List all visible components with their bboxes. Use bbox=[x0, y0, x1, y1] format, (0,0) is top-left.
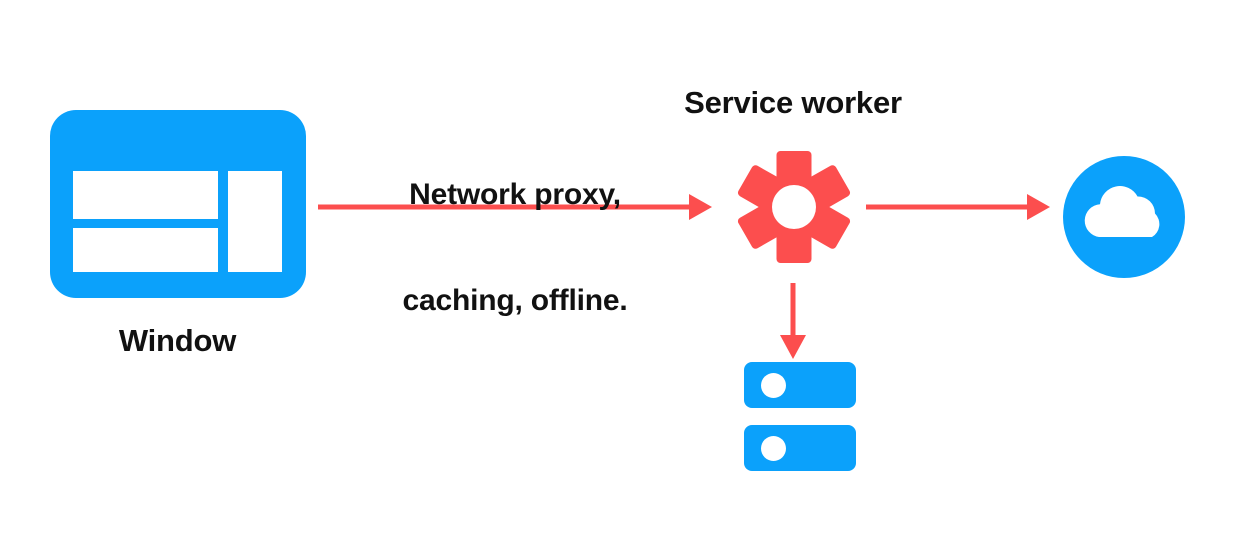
window-pane-side bbox=[228, 171, 282, 272]
edge-caption-line-1: Network proxy, bbox=[409, 177, 621, 211]
window-pane-bottom bbox=[73, 228, 218, 272]
window-pane-top bbox=[73, 171, 218, 219]
window-node-label: Window bbox=[118, 323, 237, 358]
edge-caption-line-2: caching, offline. bbox=[402, 283, 628, 317]
browser-window-icon bbox=[50, 110, 306, 298]
edge-caption-network-proxy: Network proxy, caching, offline. bbox=[340, 106, 690, 389]
server-stack-icon bbox=[744, 362, 856, 472]
server-bar-top bbox=[744, 362, 856, 408]
service-worker-node-label: Service worker bbox=[684, 85, 902, 120]
gear-icon bbox=[729, 149, 859, 279]
server-indicator-top bbox=[761, 373, 786, 398]
cloud-icon-svg bbox=[1063, 156, 1185, 278]
server-bar-bottom bbox=[744, 425, 856, 471]
server-indicator-bottom bbox=[761, 436, 786, 461]
arrow-window-to-service-worker bbox=[318, 194, 712, 220]
arrow-service-worker-to-cloud bbox=[866, 194, 1050, 220]
cloud-icon bbox=[1063, 156, 1185, 278]
gear-icon-svg bbox=[737, 151, 851, 263]
arrow-service-worker-to-storage bbox=[780, 283, 806, 359]
